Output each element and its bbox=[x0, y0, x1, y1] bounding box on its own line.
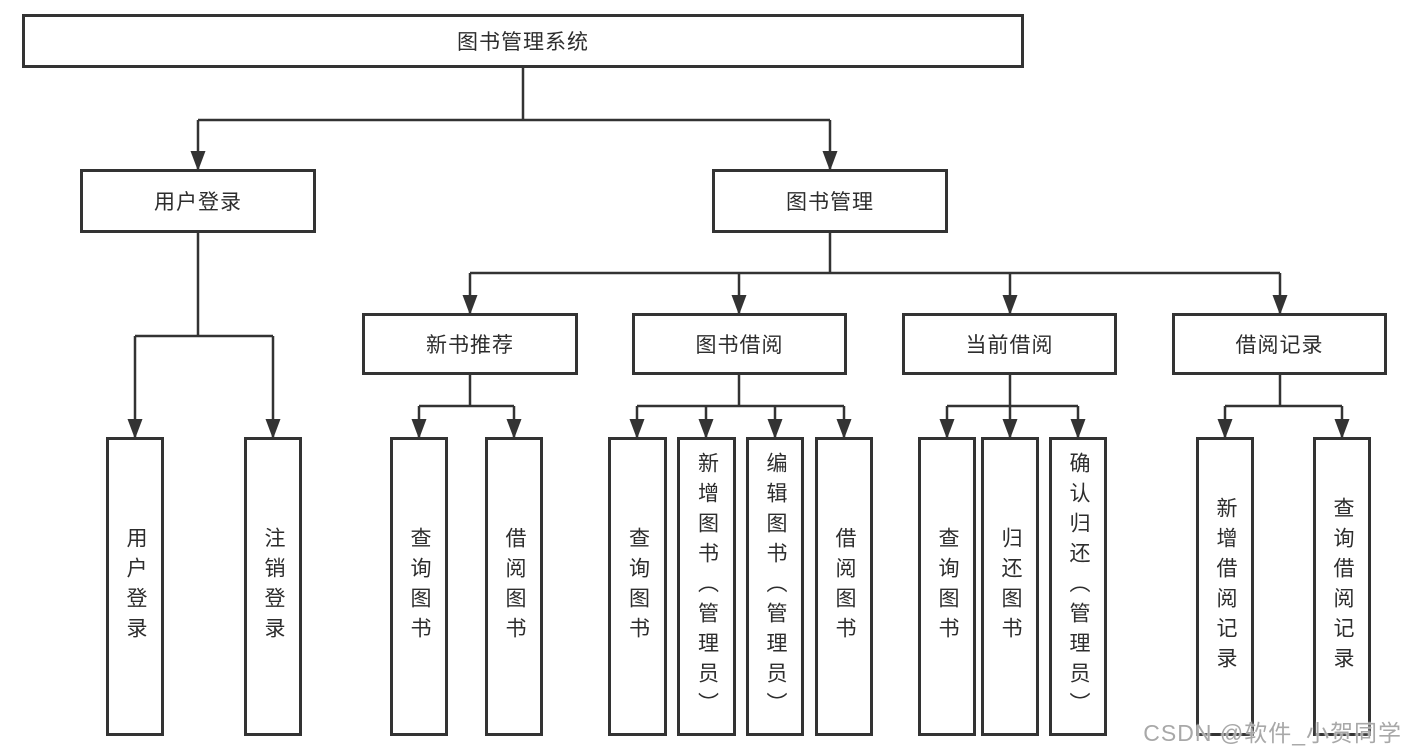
arrow-down-icon bbox=[462, 295, 478, 315]
arrow-down-icon bbox=[190, 151, 206, 171]
node-label: 图书借阅 bbox=[695, 334, 784, 357]
leaf-return-books: 归还图书 bbox=[981, 437, 1039, 736]
arrow-down-icon bbox=[506, 419, 522, 439]
node-label: 用户登录 bbox=[154, 191, 242, 214]
node-label: 用户登录 bbox=[124, 526, 148, 647]
arrow-down-icon bbox=[629, 419, 645, 439]
arrow-down-icon bbox=[411, 419, 427, 439]
leaf-query-borrow-record: 查询借阅记录 bbox=[1313, 437, 1371, 736]
arrow-down-icon bbox=[1002, 419, 1018, 439]
arrow-down-icon bbox=[127, 419, 143, 439]
connector-root bbox=[196, 68, 832, 171]
arrow-down-icon bbox=[822, 151, 838, 171]
node-system-root: 图书管理系统 bbox=[22, 14, 1024, 68]
arrow-down-icon bbox=[939, 419, 955, 439]
node-label: 借阅记录 bbox=[1235, 334, 1324, 357]
leaf-query-books-current: 查询图书 bbox=[918, 437, 976, 736]
node-label: 查询借阅记录 bbox=[1331, 496, 1355, 677]
arrow-down-icon bbox=[1217, 419, 1233, 439]
arrow-down-icon bbox=[767, 419, 783, 439]
leaf-logout: 注销登录 bbox=[244, 437, 302, 736]
csdn-watermark: CSDN @软件_小贺同学 bbox=[1143, 720, 1402, 746]
node-label: 注销登录 bbox=[262, 526, 286, 647]
node-book-management: 图书管理 bbox=[712, 169, 948, 233]
arrow-down-icon bbox=[731, 295, 747, 315]
node-label: 确认归还（管理员） bbox=[1067, 451, 1091, 722]
node-label: 查询图书 bbox=[626, 526, 650, 647]
leaf-query-books-borrow: 查询图书 bbox=[608, 437, 667, 736]
arrow-down-icon bbox=[265, 419, 281, 439]
leaf-add-borrow-record: 新增借阅记录 bbox=[1196, 437, 1254, 736]
node-label: 新增图书（管理员） bbox=[695, 451, 719, 722]
node-borrow-records: 借阅记录 bbox=[1172, 313, 1387, 375]
connector-borrow-records bbox=[1223, 375, 1344, 439]
connector-book-mgmt bbox=[468, 233, 1282, 315]
connector-book-borrow bbox=[635, 375, 846, 439]
node-label: 图书管理 bbox=[786, 191, 874, 214]
node-label: 归还图书 bbox=[999, 526, 1023, 647]
node-label: 当前借阅 bbox=[965, 334, 1054, 357]
node-label: 查询图书 bbox=[936, 526, 960, 647]
node-label: 图书管理系统 bbox=[457, 31, 589, 54]
arrow-down-icon bbox=[1272, 295, 1288, 315]
arrow-down-icon bbox=[698, 419, 714, 439]
connector-user-login bbox=[133, 233, 275, 439]
node-label: 新增借阅记录 bbox=[1214, 496, 1238, 677]
node-label: 借阅图书 bbox=[503, 526, 527, 647]
leaf-query-books-recommend: 查询图书 bbox=[390, 437, 448, 736]
node-book-borrow: 图书借阅 bbox=[632, 313, 847, 375]
leaf-confirm-return-admin: 确认归还（管理员） bbox=[1049, 437, 1107, 736]
arrow-down-icon bbox=[1334, 419, 1350, 439]
node-label: 编辑图书（管理员） bbox=[764, 451, 788, 722]
node-current-borrow: 当前借阅 bbox=[902, 313, 1117, 375]
node-label: 新书推荐 bbox=[426, 334, 514, 357]
arrow-down-icon bbox=[1070, 419, 1086, 439]
node-label: 查询图书 bbox=[408, 526, 432, 647]
leaf-edit-book-admin: 编辑图书（管理员） bbox=[746, 437, 804, 736]
leaf-user-login: 用户登录 bbox=[106, 437, 164, 736]
leaf-borrow-books: 借阅图书 bbox=[815, 437, 873, 736]
leaf-add-book-admin: 新增图书（管理员） bbox=[677, 437, 736, 736]
leaf-borrow-books-recommend: 借阅图书 bbox=[485, 437, 543, 736]
node-user-login-group: 用户登录 bbox=[80, 169, 316, 233]
node-new-book-recommend: 新书推荐 bbox=[362, 313, 578, 375]
node-label: 借阅图书 bbox=[833, 526, 857, 647]
arrow-down-icon bbox=[836, 419, 852, 439]
arrow-down-icon bbox=[1002, 295, 1018, 315]
connector-new-book bbox=[417, 375, 516, 439]
